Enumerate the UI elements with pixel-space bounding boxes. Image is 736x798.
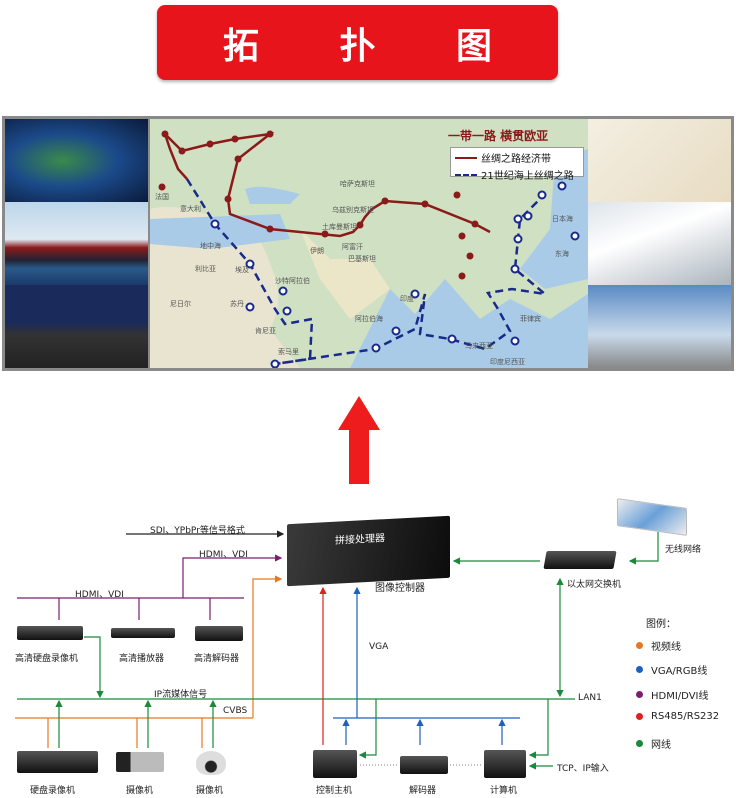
processor-label: 拼接处理器 bbox=[335, 533, 385, 547]
dvr-device bbox=[17, 751, 98, 773]
map-label: 巴基斯坦 bbox=[348, 255, 376, 263]
signing-ceremony-photo bbox=[5, 285, 148, 368]
vga-label: VGA bbox=[369, 642, 389, 652]
hd-decoder-device bbox=[195, 626, 243, 641]
legend-label: HDMI/DVI线 bbox=[651, 691, 709, 702]
silk-road-map: 哈萨克斯坦 乌兹别克斯坦 土库曼斯坦 阿富汗 伊朗 巴基斯坦 印度 沙特阿拉伯 … bbox=[150, 119, 588, 368]
map-label: 伊朗 bbox=[310, 247, 324, 255]
legend-rs485: RS485/RS232 bbox=[636, 711, 719, 722]
computer-label: 计算机 bbox=[490, 786, 518, 796]
topology-title-banner: 拓 扑 图 bbox=[157, 5, 558, 80]
world-map-photo bbox=[5, 119, 148, 202]
map-label: 马来西亚 bbox=[465, 342, 493, 350]
map-label: 索马里 bbox=[278, 348, 299, 356]
airplane-photo bbox=[588, 285, 731, 368]
legend-video: 视频线 bbox=[636, 638, 681, 653]
bullet-train-photo bbox=[588, 202, 731, 285]
up-arrow-icon bbox=[338, 396, 380, 484]
map-label: 乌兹别克斯坦 bbox=[332, 206, 374, 214]
map-legend-maritime-road: 21世纪海上丝绸之路 bbox=[481, 171, 574, 182]
camera-device bbox=[116, 752, 164, 772]
control-host-label: 控制主机 bbox=[316, 786, 353, 796]
legend-vga: VGA/RGB线 bbox=[636, 662, 707, 677]
legend-dot bbox=[636, 713, 643, 720]
map-label: 印度 bbox=[400, 295, 414, 303]
hd-player-device bbox=[111, 628, 175, 638]
legend-title: 图例： bbox=[646, 619, 676, 630]
splicing-processor-device: 拼接处理器 bbox=[287, 515, 450, 587]
map-label: 地中海 bbox=[200, 242, 221, 250]
decoder-device bbox=[400, 756, 448, 774]
hd-dvr-label: 高清硬盘录像机 bbox=[15, 654, 79, 664]
legend-label: 视频线 bbox=[651, 642, 681, 653]
dvr-label: 硬盘录像机 bbox=[30, 786, 76, 796]
cargo-ship-photo bbox=[5, 202, 148, 285]
legend-dot bbox=[636, 642, 643, 649]
map-label: 沙特阿拉伯 bbox=[275, 277, 310, 285]
map-label: 意大利 bbox=[180, 205, 201, 213]
hd-decoder-label: 高清解码器 bbox=[194, 654, 240, 664]
lan1-label: LAN1 bbox=[578, 693, 602, 703]
computer-device bbox=[484, 750, 526, 778]
map-legend: 丝绸之路经济带 21世纪海上丝绸之路 bbox=[450, 147, 584, 182]
hdmi-top-label: HDMI、VDI bbox=[199, 550, 248, 560]
cvbs-label: CVBS bbox=[223, 706, 248, 716]
hdmi-bus-label: HDMI、VDI bbox=[75, 590, 124, 600]
belt-road-banner: 哈萨克斯坦 乌兹别克斯坦 土库曼斯坦 阿富汗 伊朗 巴基斯坦 印度 沙特阿拉伯 … bbox=[2, 116, 734, 371]
map-label: 哈萨克斯坦 bbox=[340, 180, 375, 188]
map-label: 苏丹 bbox=[230, 300, 244, 308]
tcp-ip-label: TCP、IP输入 bbox=[557, 764, 609, 774]
map-label: 阿拉伯海 bbox=[355, 315, 383, 323]
map-label: 印度尼西亚 bbox=[490, 358, 525, 366]
legend-dot bbox=[636, 666, 643, 673]
map-legend-silk-road-belt: 丝绸之路经济带 bbox=[481, 154, 551, 165]
hd-dvr-device bbox=[17, 626, 83, 640]
legend-label: 网线 bbox=[651, 740, 671, 751]
sdi-label: SDI、YPbPr等信号格式 bbox=[150, 526, 245, 536]
hd-player-label: 高清播放器 bbox=[119, 654, 165, 664]
legend-label: RS485/RS232 bbox=[651, 711, 720, 722]
map-label: 土库曼斯坦 bbox=[322, 223, 357, 231]
map-label: 阿富汗 bbox=[342, 243, 363, 251]
legend-label: VGA/RGB线 bbox=[651, 666, 708, 677]
control-host-device bbox=[313, 750, 357, 778]
map-label: 肯尼亚 bbox=[255, 327, 276, 335]
legend-hdmi: HDMI/DVI线 bbox=[636, 687, 708, 702]
map-label: 菲律宾 bbox=[520, 315, 541, 323]
map-label: 利比亚 bbox=[195, 265, 216, 273]
map-label: 日本海 bbox=[552, 215, 573, 223]
legend-dot bbox=[636, 691, 643, 698]
switch-label: 以太网交换机 bbox=[567, 580, 622, 590]
controller-label: 图像控制器 bbox=[375, 583, 425, 594]
ethernet-switch-device bbox=[543, 551, 617, 569]
decoder-label: 解码器 bbox=[409, 786, 437, 796]
legend-network: 网线 bbox=[636, 736, 671, 751]
map-title: 一带一路 横贯欧亚 bbox=[448, 129, 549, 143]
camera1-label: 摄像机 bbox=[126, 786, 154, 796]
map-label: 东海 bbox=[555, 250, 569, 258]
china-map-photo bbox=[588, 119, 731, 202]
map-label: 尼日尔 bbox=[170, 300, 191, 308]
map-label: 埃及 bbox=[235, 266, 249, 274]
map-label: 法国 bbox=[155, 193, 169, 201]
page-title: 拓 扑 图 bbox=[222, 25, 527, 67]
camera2-label: 摄像机 bbox=[196, 786, 224, 796]
legend-dot bbox=[636, 740, 643, 747]
ip-stream-label: IP流媒体信号 bbox=[154, 690, 208, 700]
wireless-label: 无线网络 bbox=[665, 545, 702, 555]
dome-camera-device bbox=[196, 751, 226, 775]
